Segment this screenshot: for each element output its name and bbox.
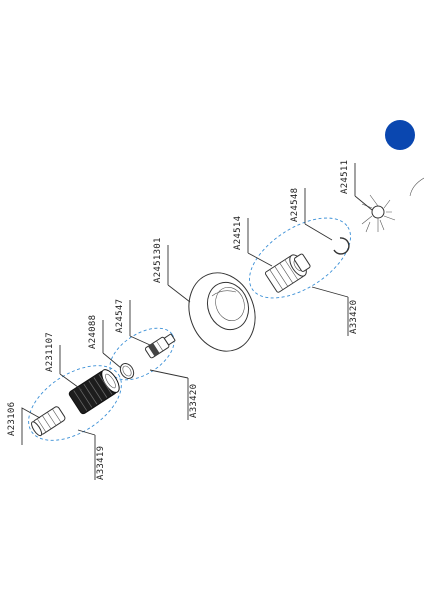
label-a33420-lower: A33420: [189, 384, 199, 418]
leader-a24088: [102, 320, 122, 369]
leader-a33420-upper: [311, 286, 349, 336]
leader-a24514: [247, 218, 273, 267]
part-a24548: [333, 237, 350, 255]
label-a23106: A23106: [7, 402, 17, 436]
part-a24088: [119, 363, 135, 379]
part-a24514: [264, 253, 311, 293]
part-a23106: [31, 406, 66, 437]
part-a231107: [68, 369, 120, 415]
label-a24548: A24548: [290, 188, 300, 222]
label-a24547: A24547: [115, 299, 125, 333]
label-a24514: A24514: [233, 216, 243, 250]
label-a24511: A24511: [340, 160, 350, 194]
part-a24547: [144, 333, 176, 359]
label-a231107: A231107: [45, 332, 55, 372]
brand-dot-icon: [385, 120, 415, 150]
page-arc-icon: [409, 177, 424, 197]
part-a24511: [361, 194, 396, 233]
label-a24088: A24088: [88, 315, 98, 349]
leader-a24547: [129, 300, 151, 346]
leader-a24511: [354, 163, 373, 211]
leader-a33420-lower: [149, 369, 189, 420]
part-a2451301: [188, 272, 256, 352]
leader-a24548: [304, 188, 333, 241]
part-a24088-inner: [122, 365, 132, 377]
label-a2451301: A2451301: [153, 237, 163, 283]
leader-a23106: [21, 407, 41, 445]
group-ring-a33419: [28, 365, 122, 441]
label-a33419: A33419: [96, 446, 106, 480]
leader-a231107: [59, 345, 83, 391]
leader-a2451301: [167, 245, 191, 303]
leader-a33419: [77, 429, 96, 480]
label-a33420-upper: A33420: [349, 300, 359, 334]
group-ring-a33420-upper: [249, 217, 351, 299]
